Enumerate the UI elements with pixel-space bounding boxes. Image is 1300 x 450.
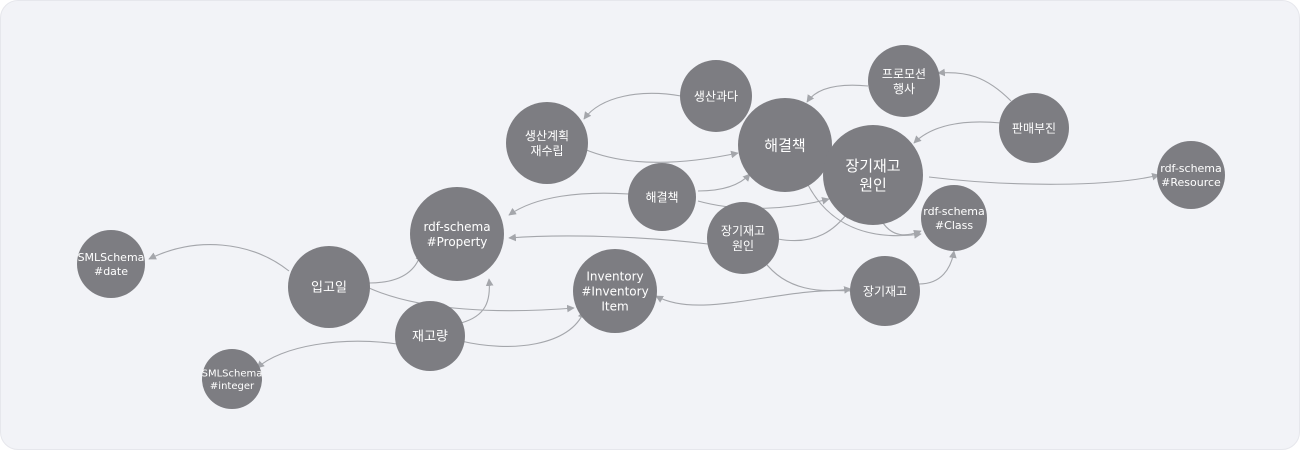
node-sml-integer-label: SMLSchema <box>202 368 263 379</box>
node-sales-slump-label: 판매부진 <box>1012 121 1056 135</box>
node-receipt-date[interactable]: 입고일 <box>288 246 370 328</box>
node-sml-date-circle[interactable] <box>77 230 145 298</box>
node-production-replan-label: 재수립 <box>530 144 563 158</box>
node-rdf-property-circle[interactable] <box>410 187 504 281</box>
node-rdf-resource-label: rdf-schema <box>1160 162 1222 175</box>
node-rdf-resource-label: #Resource <box>1161 176 1221 189</box>
node-rdf-class-label: #Class <box>935 219 973 232</box>
node-sml-date-label: #date <box>94 265 128 278</box>
edge-promotion-to-solution <box>806 84 869 103</box>
node-long-term-stock-label: 장기재고 <box>863 284 907 298</box>
edge-stock-quantity-to-sml-integer <box>256 340 398 369</box>
node-promotion-event-circle[interactable] <box>868 45 940 117</box>
node-rdf-resource-circle[interactable] <box>1157 141 1225 209</box>
edge-solution-to-class <box>806 182 922 239</box>
node-saengsan-gwada-label: 생산과다 <box>694 89 738 103</box>
edge-replan-to-solution <box>583 148 739 163</box>
node-production-replan-label: 생산계획 <box>525 129 569 143</box>
node-long-term-cause-main-circle[interactable] <box>823 125 923 225</box>
node-solution-main-circle[interactable] <box>738 98 832 192</box>
node-stock-quantity-label: 재고량 <box>412 330 448 345</box>
node-sml-integer-label: #integer <box>210 381 255 392</box>
node-long-term-cause-small-label: 장기재고 <box>721 224 765 238</box>
node-rdf-class[interactable]: rdf-schema#Class <box>921 185 987 251</box>
edge-long-term-stock-to-class <box>918 250 957 285</box>
node-rdf-property-label: rdf-schema <box>423 220 490 234</box>
edge-receipt-to-inventory <box>368 287 575 313</box>
node-production-replan-circle[interactable] <box>506 102 588 184</box>
edge-sales-slump-to-cause <box>913 121 1002 144</box>
node-long-term-cause-small-label: 원인 <box>732 239 754 253</box>
node-long-term-cause-main-label: 장기재고 <box>845 157 900 175</box>
edge-long-term-stock-to-inventory <box>655 289 852 306</box>
node-rdf-class-circle[interactable] <box>921 185 987 251</box>
edge-cause-small-to-property <box>508 233 709 245</box>
node-long-term-cause-main-label: 원인 <box>859 176 887 194</box>
node-promotion-event-label: 행사 <box>893 81 915 96</box>
edge-production-excess-to-replan <box>583 92 682 120</box>
node-solution-small[interactable]: 해결책 <box>628 163 696 231</box>
node-receipt-date-circle[interactable] <box>288 246 370 328</box>
node-stock-quantity[interactable]: 재고량 <box>395 301 465 371</box>
node-solution-main-label: 해결책 <box>764 136 805 154</box>
edge-stock-quantity-to-property <box>460 278 494 324</box>
node-long-term-stock-circle[interactable] <box>850 256 920 326</box>
node-inventory-item-label: Item <box>601 299 628 313</box>
node-long-term-cause-small-circle[interactable] <box>707 202 779 274</box>
edge-cause-to-class <box>882 222 922 238</box>
node-rdf-class-label: rdf-schema <box>923 205 985 218</box>
edge-solution-small-to-solution <box>697 173 751 192</box>
node-inventory-item-label: Inventory <box>586 269 643 283</box>
edge-cause-small-to-long-term-stock <box>763 260 852 294</box>
edge-receipt-to-sml-date <box>148 244 290 272</box>
edge-sales-slump-to-promotion <box>937 68 1012 102</box>
node-long-term-stock[interactable]: 장기재고 <box>850 256 920 326</box>
node-saengsan-gwada-circle[interactable] <box>680 60 752 132</box>
node-sales-slump[interactable]: 판매부진 <box>999 93 1069 163</box>
node-sml-date-label: SMLSchema <box>78 251 145 264</box>
node-receipt-date-label: 입고일 <box>311 281 347 296</box>
node-rdf-property-label: #Property <box>427 235 488 249</box>
node-sml-integer[interactable]: SMLSchema #integer <box>202 349 263 409</box>
edge-receipt-to-property <box>368 252 423 284</box>
node-sml-integer-circle[interactable] <box>202 349 262 409</box>
node-rdf-property[interactable]: rdf-schema#Property <box>410 187 504 281</box>
node-inventory-item-circle[interactable] <box>573 249 657 333</box>
edge-cause-to-resource <box>928 172 1160 185</box>
node-sales-slump-circle[interactable] <box>999 93 1069 163</box>
edge-solution-small-to-property <box>508 192 630 216</box>
node-sml-date[interactable]: SMLSchema#date <box>77 230 145 298</box>
node-promotion-event-label: 프로모션 <box>882 67 926 81</box>
graph-edges <box>148 68 1160 369</box>
edge-stock-quantity-to-inventory <box>460 310 586 347</box>
node-solution-small-circle[interactable] <box>628 163 696 231</box>
node-stock-quantity-circle[interactable] <box>395 301 465 371</box>
node-solution-main[interactable]: 해결책 <box>738 98 832 192</box>
edge-solution-small-to-cause <box>697 197 830 209</box>
node-saengsan-gwada[interactable]: 생산과다 <box>680 60 752 132</box>
node-rdf-resource[interactable]: rdf-schema#Resource <box>1157 141 1225 209</box>
node-inventory-item-label: #Inventory <box>581 284 648 298</box>
node-solution-small-label: 해결책 <box>645 189 678 204</box>
edge-cause-small-to-cause <box>777 210 850 242</box>
